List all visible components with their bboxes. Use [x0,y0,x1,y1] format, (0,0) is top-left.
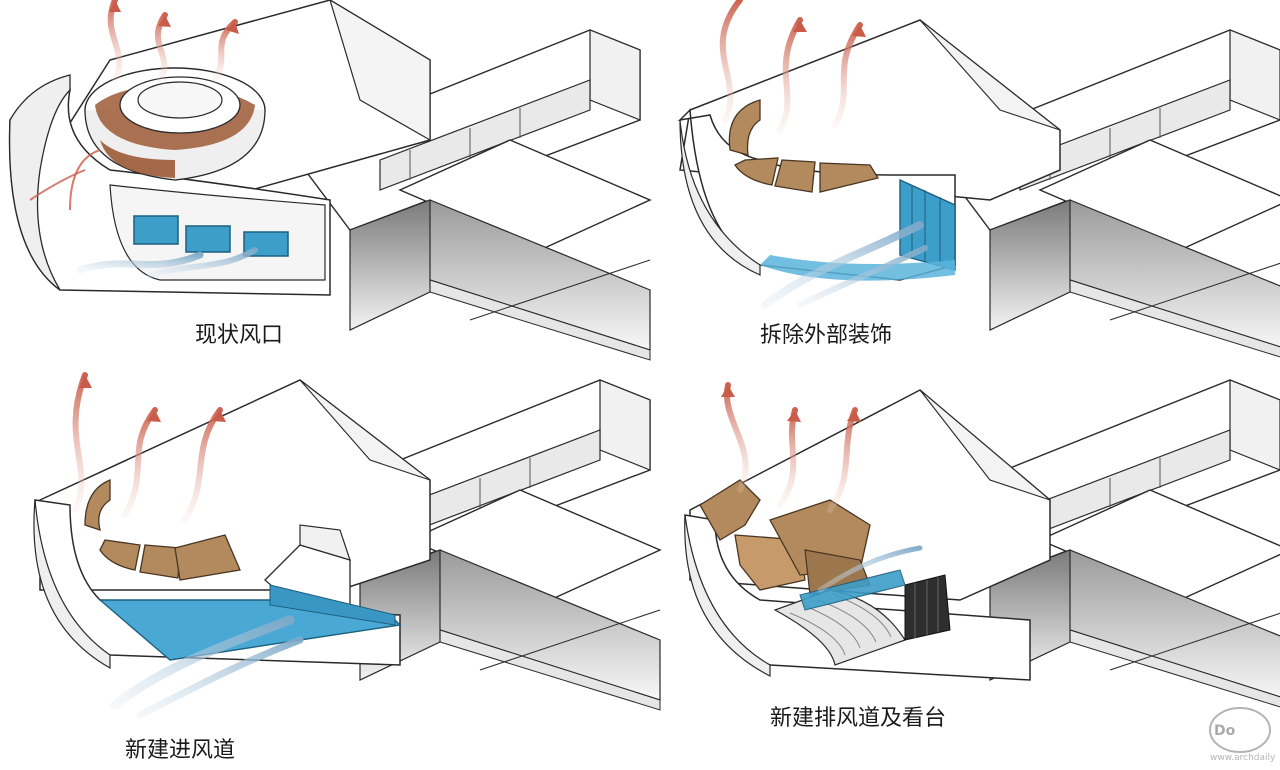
caption-existing-vents: 现状风口 [195,323,283,348]
caption-new-exhaust-and-stand: 新建排风道及看台 [770,706,946,731]
panel-remove-decoration: 拆除外部装饰 [677,0,1280,361]
svg-text:Do: Do [1214,723,1236,739]
panel-new-exhaust-and-stand: 新建排风道及看台 [684,379,1280,731]
watermark-text: www.archdaily [1210,753,1276,763]
new-exhaust-duct [799,569,906,611]
panel-existing-vents: 现状风口 [8,0,651,361]
existing-vent-2 [185,225,231,253]
existing-vent-1 [133,215,179,245]
panel-new-intake-duct: 新建进风道 [33,372,661,763]
caption-new-intake-duct: 新建进风道 [125,738,235,763]
watermark-logo: Do www.archdaily [1209,707,1276,763]
caption-remove-decoration: 拆除外部装饰 [760,323,892,348]
